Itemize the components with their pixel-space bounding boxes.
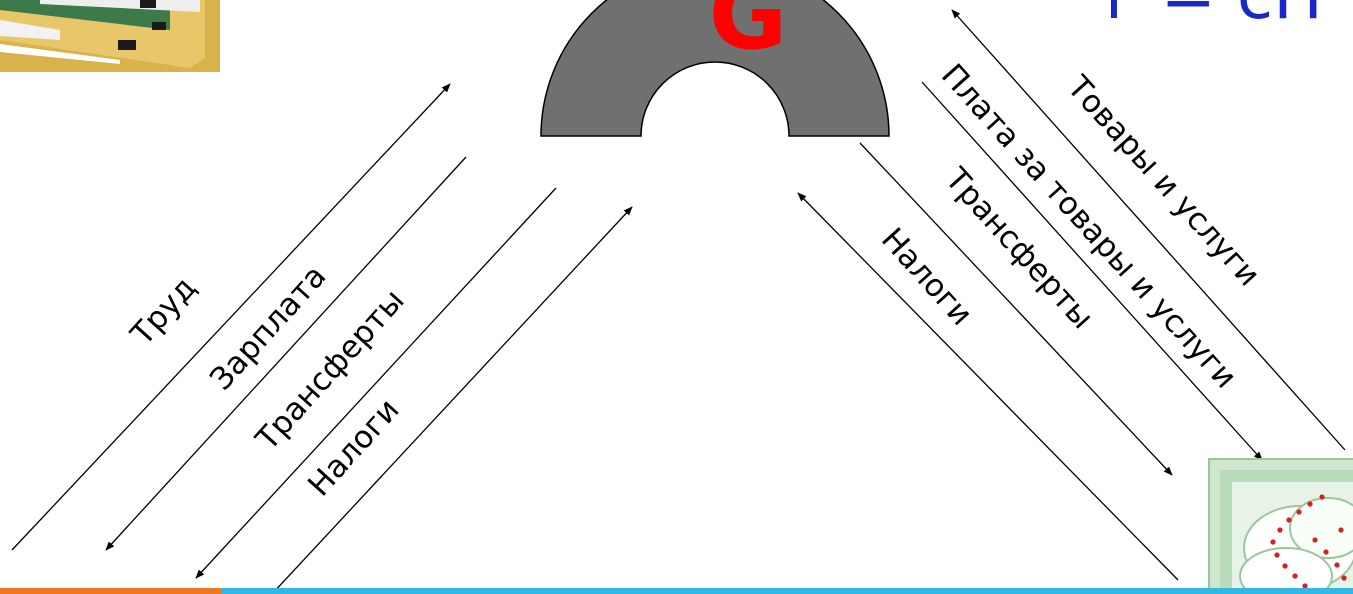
payment-arrow [922, 82, 1262, 460]
bottom-bar-right [222, 588, 1353, 594]
government-letter: G [709, 0, 788, 71]
flow-label-labor: Труд [124, 270, 204, 353]
corner-title: г = сП [1105, 0, 1323, 34]
flow-label-taxes-right: Налоги [874, 221, 979, 332]
flow-label-goods-services: Товары и услуги [1059, 69, 1267, 294]
transfers-left-arrow [196, 188, 556, 578]
transfers-right-arrow [860, 143, 1172, 475]
bottom-bar-left [0, 588, 222, 594]
wages-arrow [106, 157, 466, 550]
firms-logo-image [1209, 459, 1353, 594]
stack-of-folders-image [0, 0, 220, 72]
